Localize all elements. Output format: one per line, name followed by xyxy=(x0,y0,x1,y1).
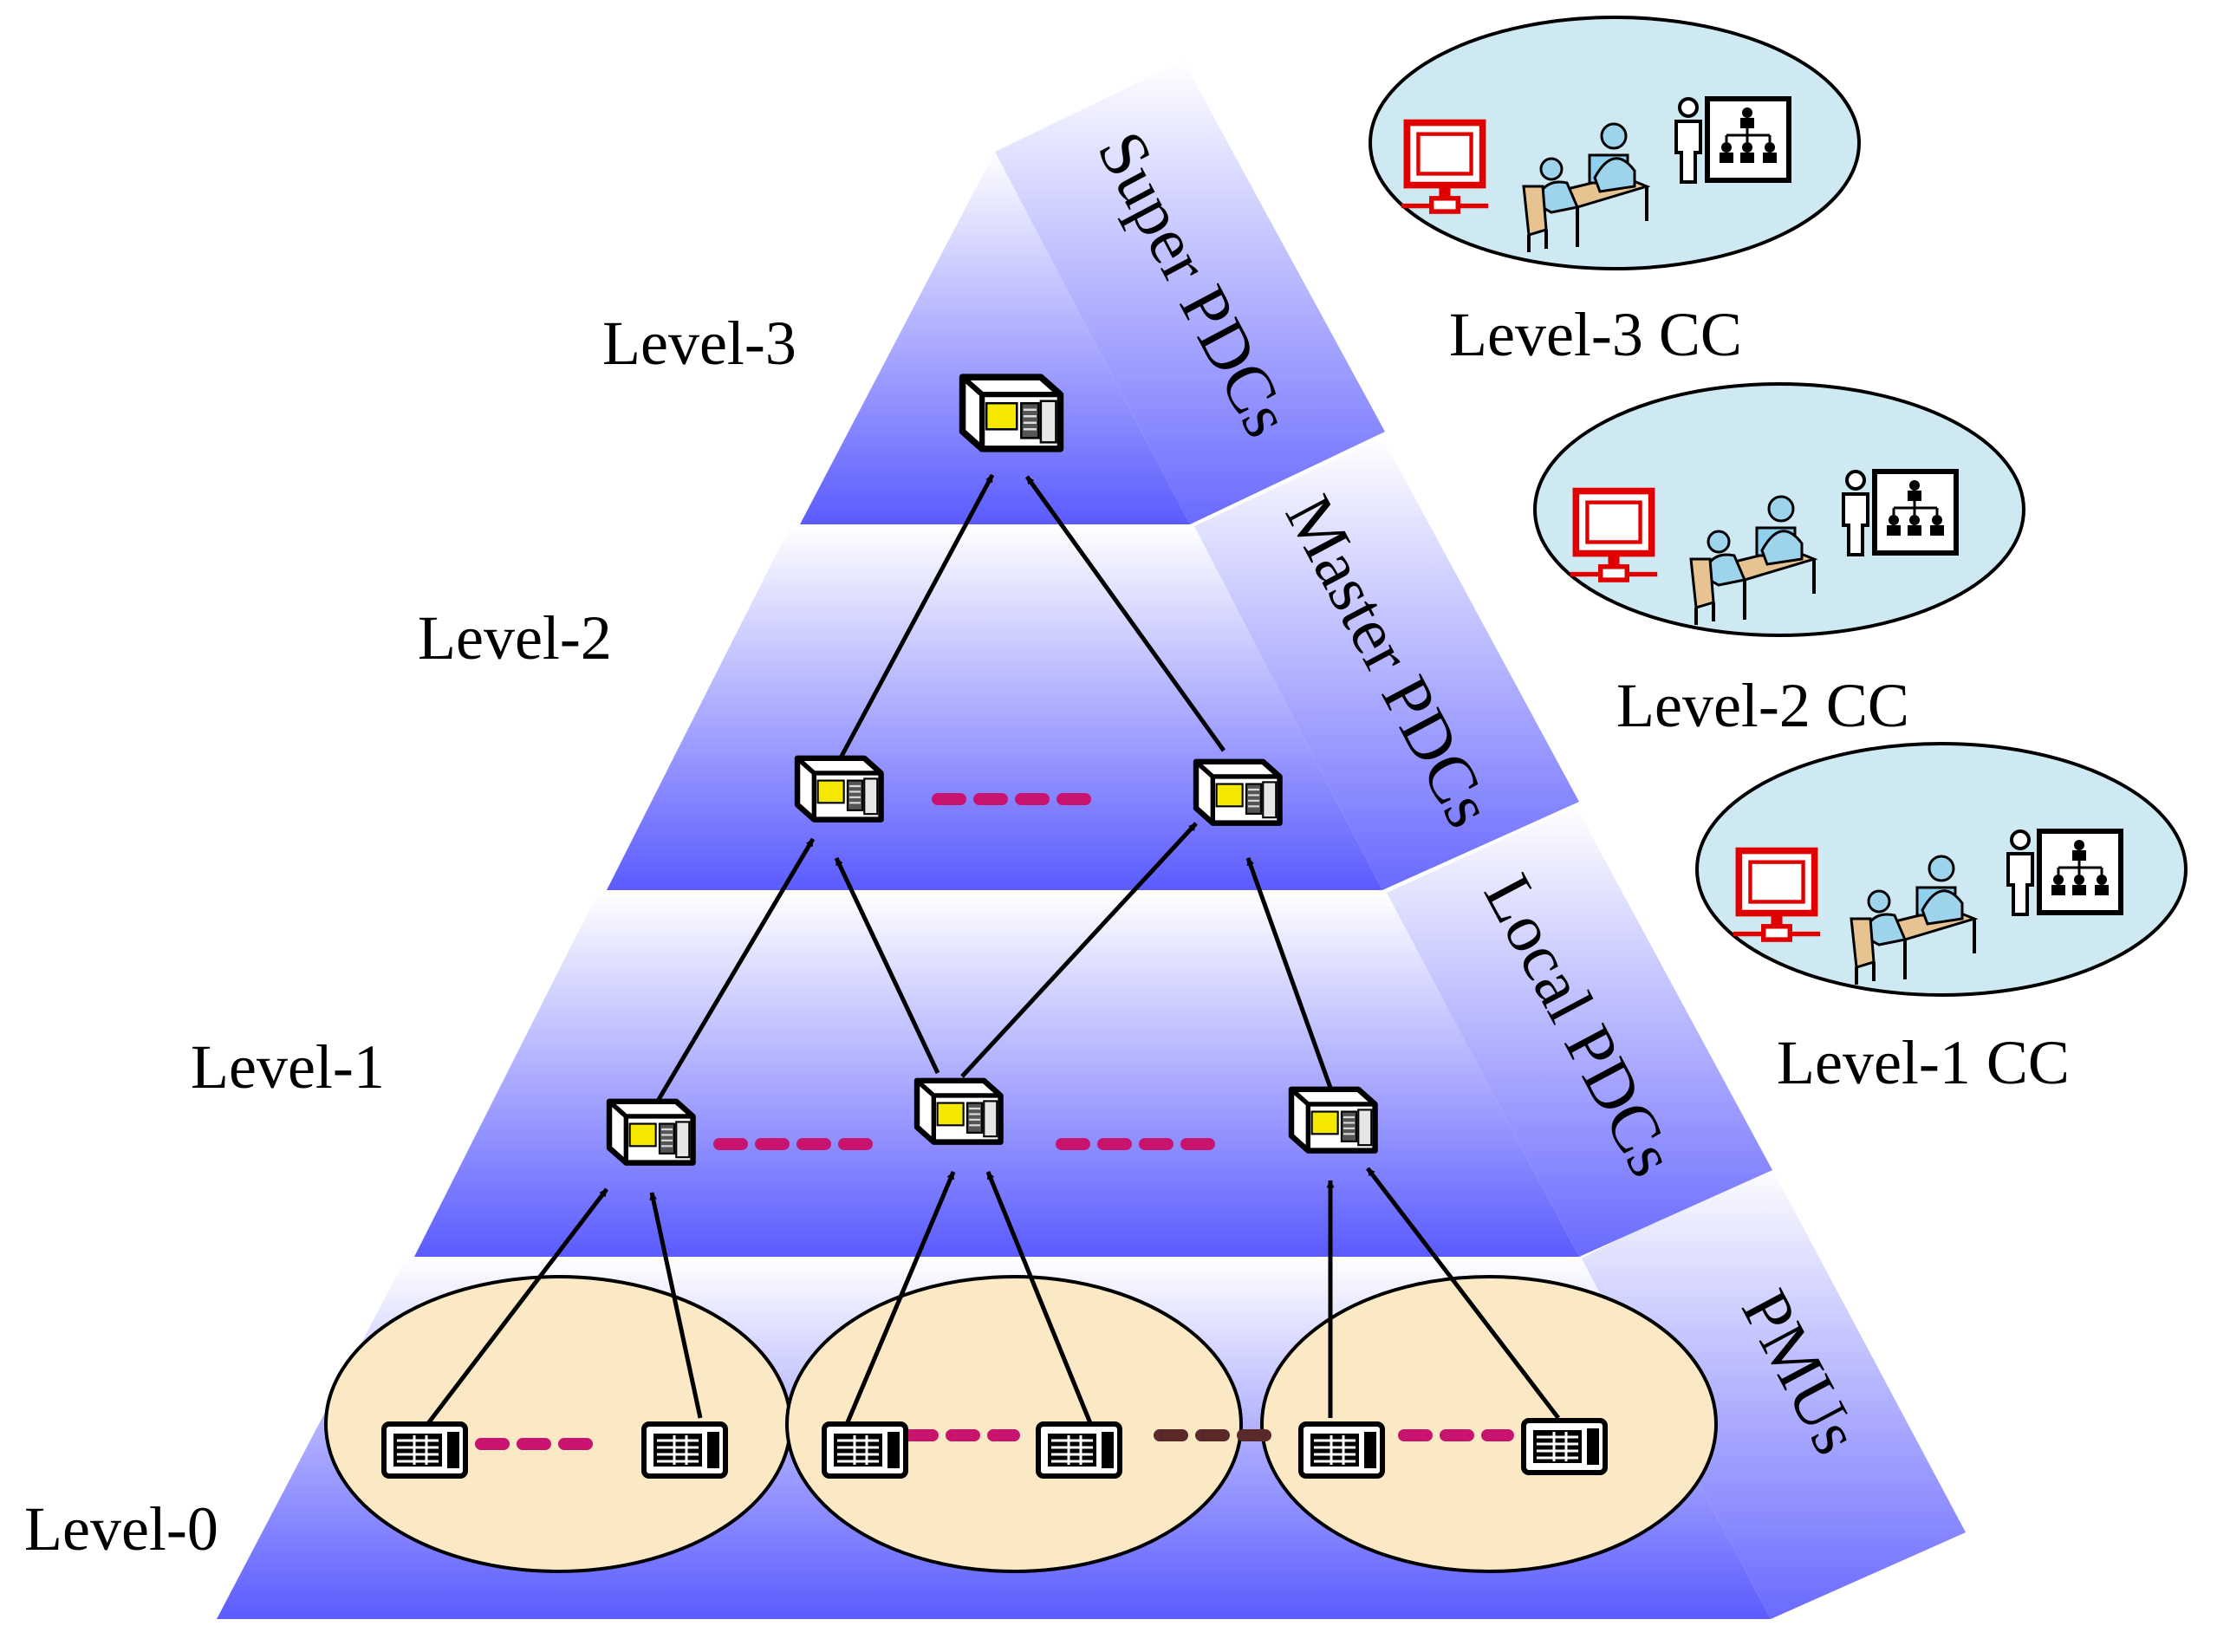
local-pdc-icon-3 xyxy=(1291,1089,1375,1151)
org-chart-icon xyxy=(2008,831,2121,914)
pmu-icon-3 xyxy=(824,1424,906,1476)
tier-1-side xyxy=(1387,806,1772,1257)
level-3-label: Level-3 xyxy=(602,309,796,378)
data-flow-arrows xyxy=(421,473,1560,1432)
level-0-label: Level-0 xyxy=(24,1494,218,1564)
tier-3-front xyxy=(800,152,1190,524)
tier-1-front xyxy=(414,893,1579,1257)
tier-3-side xyxy=(995,61,1385,524)
control-center-3 xyxy=(1369,16,1861,270)
pmu-group-3 xyxy=(1260,1275,1718,1573)
tier-2-side xyxy=(1194,438,1579,890)
master-pdc-icon-1 xyxy=(797,758,881,820)
pmu-icon-4 xyxy=(1038,1424,1120,1476)
level-3-cc-label: Level-3 CC xyxy=(1449,300,1742,369)
level-2-label: Level-2 xyxy=(418,603,612,673)
pmu-icon-2 xyxy=(644,1424,725,1476)
org-chart-icon xyxy=(1676,99,1789,182)
level-1-label: Level-1 xyxy=(191,1032,385,1102)
local-pdc-icon-2 xyxy=(917,1081,1001,1142)
control-center-2 xyxy=(1533,382,2025,637)
dashed-links xyxy=(475,793,1514,1450)
control-center-1 xyxy=(1695,742,2188,997)
super-pdc-icon xyxy=(963,377,1061,449)
level-2-cc-label: Level-2 CC xyxy=(1616,671,1909,740)
tier-0-side xyxy=(1582,1161,1966,1619)
pmu-group-2 xyxy=(785,1275,1243,1573)
pmu-icon-5 xyxy=(1301,1424,1382,1476)
local-pdc-icon-1 xyxy=(609,1102,693,1163)
org-chart-icon xyxy=(1843,472,1956,555)
pmu-icon-1 xyxy=(384,1424,465,1476)
pmu-icon-6 xyxy=(1524,1421,1605,1473)
master-pdc-icon-2 xyxy=(1196,762,1280,823)
level-1-cc-label: Level-1 CC xyxy=(1777,1028,2070,1097)
